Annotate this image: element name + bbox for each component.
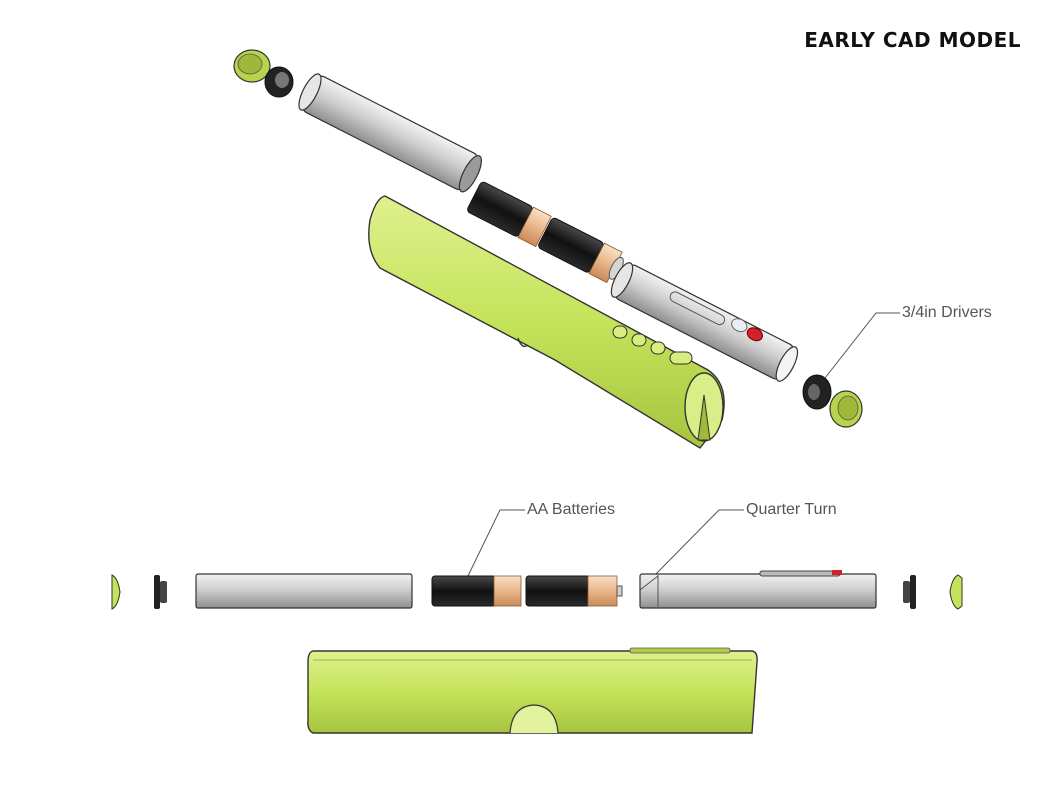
leader-drivers	[824, 312, 900, 379]
side-assembly	[111, 570, 963, 734]
driver-side-right	[903, 575, 916, 609]
driver-left	[264, 66, 294, 98]
grille-cap-right	[829, 390, 863, 428]
grille-cap-side-right	[949, 574, 963, 610]
battery-upper-2	[538, 217, 624, 284]
leader-batteries	[466, 509, 525, 579]
battery-side-1	[431, 575, 522, 607]
outer-shell-iso	[368, 195, 725, 449]
upper-tube-side	[195, 573, 413, 609]
title: EARLY CAD MODEL	[804, 28, 1021, 52]
iso-assembly	[233, 49, 863, 449]
upper-tube	[298, 73, 482, 193]
lower-tube-side	[639, 570, 877, 609]
driver-side-left	[154, 575, 167, 609]
outer-shell-side	[307, 647, 758, 734]
callout-drivers: 3/4in Drivers	[902, 304, 992, 321]
battery-side-2	[525, 575, 623, 607]
callout-quarter-turn: Quarter Turn	[746, 501, 837, 518]
grille-cap-left	[233, 49, 271, 83]
battery-upper-1	[467, 181, 552, 248]
leader-quarter-turn	[651, 509, 744, 579]
callout-batteries: AA Batteries	[527, 501, 616, 518]
grille-cap-side-left	[111, 574, 121, 610]
driver-right	[802, 374, 832, 410]
leader-lines	[466, 312, 900, 579]
lower-tube	[610, 262, 799, 382]
